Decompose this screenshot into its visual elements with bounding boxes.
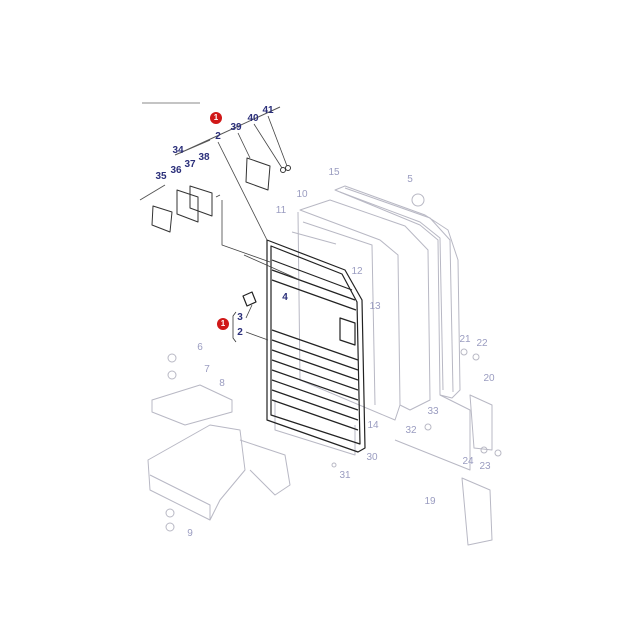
badge-plates (139, 106, 291, 233)
callout-19: 19 (424, 496, 436, 507)
callout-36: 36 (170, 165, 182, 176)
callout-39: 39 (230, 122, 242, 133)
callout-32: 32 (405, 425, 417, 436)
callout-2-lower: 2 (237, 327, 243, 338)
callout-3: 3 (237, 312, 243, 323)
callout-40: 40 (247, 113, 259, 124)
callout-11: 11 (275, 205, 287, 216)
callout-7: 7 (204, 364, 210, 375)
callout-13: 13 (369, 301, 381, 312)
callout-21: 21 (459, 334, 471, 345)
callout-38: 38 (198, 152, 210, 163)
callout-4: 4 (282, 292, 288, 303)
callout-30: 30 (366, 452, 378, 463)
callout-15: 15 (328, 167, 340, 178)
callout-41: 41 (262, 105, 274, 116)
radiator-assembly (147, 185, 502, 546)
callout-34: 34 (172, 145, 184, 156)
callout-14: 14 (367, 420, 379, 431)
kit-badge-top: 1 (210, 112, 222, 124)
callout-2-top: 2 (215, 131, 221, 142)
callout-20: 20 (483, 373, 495, 384)
front-grille (242, 239, 366, 453)
callout-24: 24 (462, 456, 474, 467)
callout-5: 5 (407, 174, 413, 185)
callout-9: 9 (187, 528, 193, 539)
callout-8: 8 (219, 378, 225, 389)
callout-22: 22 (476, 338, 488, 349)
callout-23: 23 (479, 461, 491, 472)
callout-6: 6 (197, 342, 203, 353)
callout-37: 37 (184, 159, 196, 170)
kit-badge-lower: 1 (217, 318, 229, 330)
callout-31: 31 (339, 470, 351, 481)
callout-33: 33 (427, 406, 439, 417)
leader-lines (215, 115, 301, 343)
callout-35: 35 (155, 171, 167, 182)
callout-12: 12 (351, 266, 363, 277)
callout-10: 10 (296, 189, 308, 200)
